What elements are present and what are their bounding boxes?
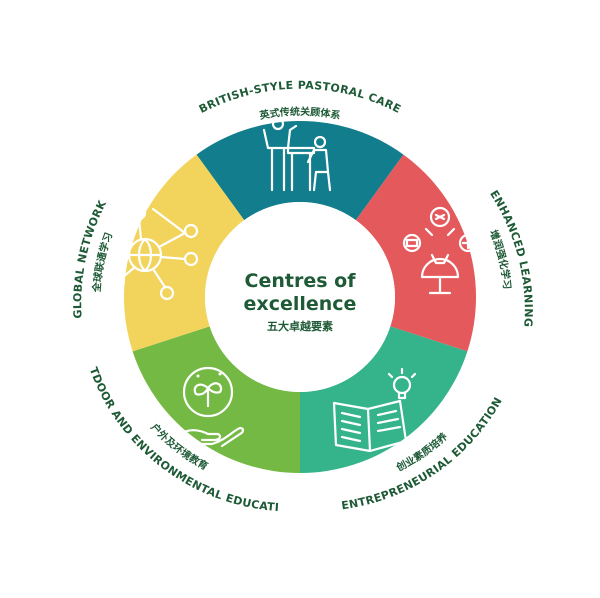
center-title-line1: Centres of <box>245 270 357 292</box>
learning-devices-icon <box>402 206 478 295</box>
people-at-desk-icon <box>262 117 332 192</box>
inner-circle <box>205 202 395 392</box>
center-subtitle: 五大卓越要素 <box>267 319 333 333</box>
open-book-lightbulb-icon <box>332 367 417 453</box>
segment-outdoor <box>132 326 300 473</box>
segment-learning <box>355 154 477 352</box>
hand-holding-plant-icon <box>170 366 245 448</box>
center-title-line2: excellence <box>244 293 357 315</box>
label-learning-en: ENHANCED LEARNING <box>487 188 535 328</box>
segment-pastoral <box>196 121 404 221</box>
wheel-segments <box>124 121 477 473</box>
segment-global <box>124 154 245 352</box>
label-pastoral-en: BRITISH-STYLE PASTORAL CARE <box>197 79 403 116</box>
label-pastoral-zh: 英式传统关顾体系 <box>257 105 341 122</box>
globe-network-icon <box>112 205 199 301</box>
